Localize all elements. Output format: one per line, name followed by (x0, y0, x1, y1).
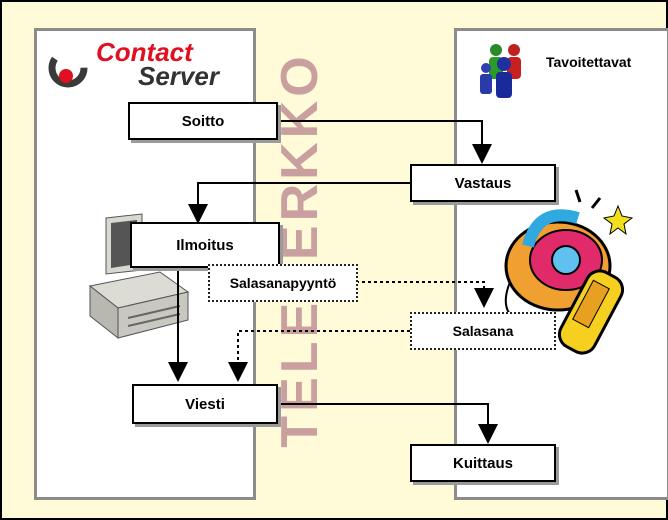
logo-word-contact: Contact (96, 37, 193, 67)
contactserver-logo-icon (44, 46, 88, 90)
people-group-icon (476, 38, 534, 100)
box-salasana: Salasana (410, 312, 556, 350)
telephone-icon (488, 186, 638, 362)
box-salasanapyynto: Salasanapyyntö (208, 264, 358, 302)
logo-word-server: Server (138, 61, 219, 91)
recipients-title: Tavoitettavat (546, 54, 632, 70)
box-kuittaus: Kuittaus (410, 444, 556, 482)
box-ilmoitus: Ilmoitus (130, 222, 280, 268)
contactserver-logo-text: Contact Server (96, 37, 219, 91)
box-viesti: Viesti (132, 384, 278, 424)
box-soitto: Soitto (128, 102, 278, 140)
box-vastaus: Vastaus (410, 164, 556, 202)
